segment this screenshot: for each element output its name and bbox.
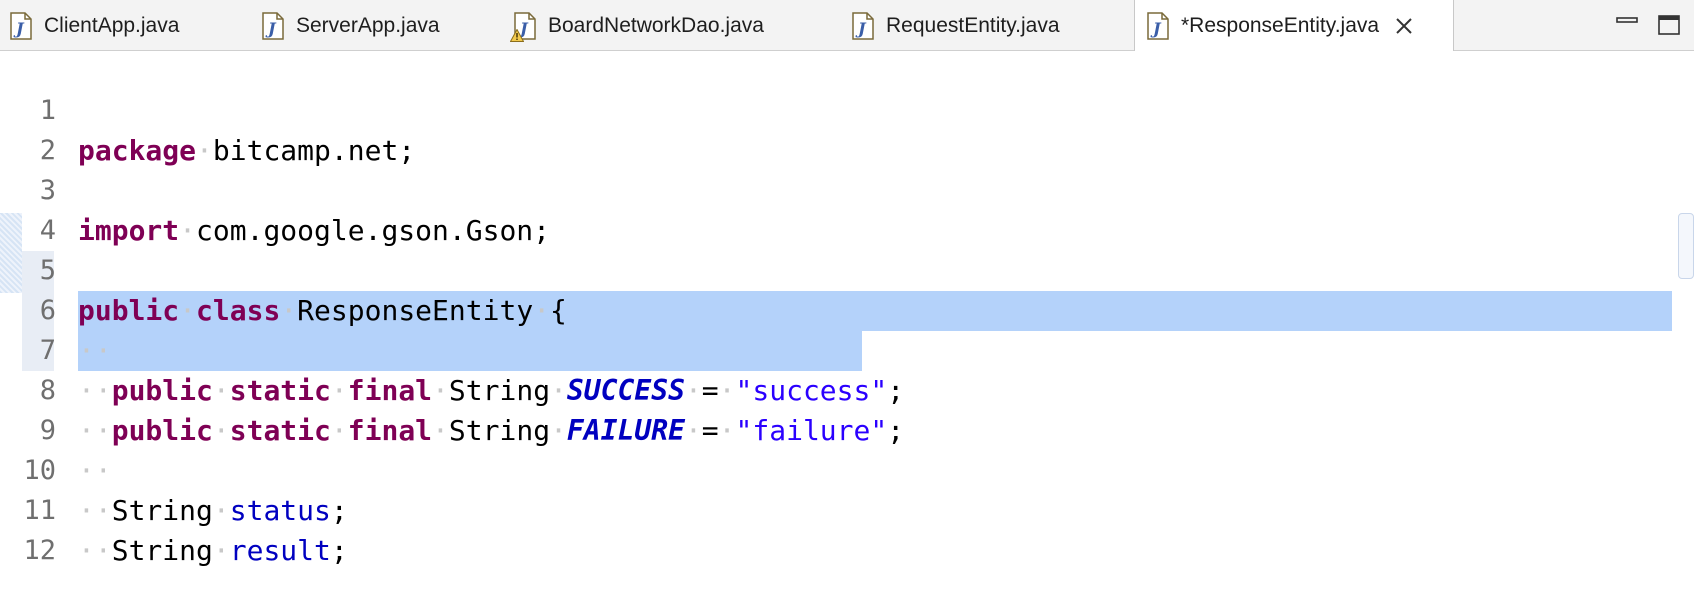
code-line: 9 ·· <box>0 371 1694 487</box>
svg-text:J: J <box>517 19 529 38</box>
line-number: 10 <box>23 455 56 486</box>
warning-icon <box>510 28 524 42</box>
line-number: 4 <box>39 215 56 246</box>
java-file-icon: J <box>1147 12 1169 40</box>
type-name: String <box>448 374 551 407</box>
line-number: 1 <box>39 95 56 126</box>
keyword: public <box>111 414 213 447</box>
code-line: 11 ··String·result; <box>0 451 1694 567</box>
semicolon: ; <box>330 534 348 567</box>
operator: = <box>701 414 719 447</box>
java-file-icon: J <box>852 11 874 40</box>
line-number: 2 <box>39 135 56 166</box>
line-number: 7 <box>39 335 56 366</box>
type-name: String <box>448 414 551 447</box>
overview-ruler-thumb[interactable] <box>1678 213 1694 279</box>
tab-serverapp[interactable]: J ServerApp.java <box>262 0 502 51</box>
class-name: ResponseEntity <box>297 294 534 327</box>
package-name: bitcamp.net; <box>212 134 416 167</box>
java-file-icon: J <box>262 11 284 40</box>
code-line: 8 ··public·static·final·String·FAILURE·=… <box>0 331 1694 447</box>
line-number: 3 <box>39 175 56 206</box>
tab-requestentity[interactable]: J RequestEntity.java <box>852 0 1132 51</box>
line-number: 12 <box>23 535 56 566</box>
tab-clientapp[interactable]: J ClientApp.java <box>10 0 250 51</box>
keyword: class <box>196 294 281 327</box>
code-editor[interactable]: 1 package·bitcamp.net; 2 3 import·com.go… <box>0 51 1694 567</box>
keyword: final <box>347 374 433 407</box>
maximize-icon[interactable] <box>1656 12 1682 38</box>
string-literal: "success" <box>735 374 888 407</box>
operator: = <box>701 374 719 407</box>
semicolon: ; <box>887 374 905 407</box>
tab-label: BoardNetworkDao.java <box>548 13 764 37</box>
field-name: result <box>229 534 331 567</box>
line-number: 9 <box>39 415 56 446</box>
semicolon: ; <box>887 414 905 447</box>
code-line: 3 import·com.google.gson.Gson; <box>0 131 1694 247</box>
brace: { <box>550 294 567 327</box>
import-path: com.google.gson.Gson; <box>196 214 551 247</box>
constant-name: FAILURE <box>566 414 685 447</box>
code-line: 1 package·bitcamp.net; <box>0 51 1694 167</box>
keyword: static <box>229 414 331 447</box>
keyword: import <box>78 214 180 247</box>
tab-label: ServerApp.java <box>296 13 440 37</box>
tab-label: RequestEntity.java <box>886 13 1060 37</box>
line-number: 6 <box>39 295 56 326</box>
minimize-icon[interactable] <box>1614 12 1640 38</box>
close-icon[interactable] <box>1393 15 1415 37</box>
java-file-icon: J <box>10 11 32 40</box>
constant-name: SUCCESS <box>566 374 685 407</box>
tab-boardnetworkdao[interactable]: J BoardNetworkDao.java <box>510 0 844 51</box>
tab-label: ClientApp.java <box>44 13 180 37</box>
editor-tab-bar: J ClientApp.java J ServerApp.java J Boar… <box>0 0 1694 52</box>
keyword: public <box>111 374 213 407</box>
line-highlight-ruler <box>22 251 54 371</box>
code-line: 10 ··String·status; <box>0 411 1694 527</box>
line-number: 5 <box>39 255 56 286</box>
type-name: String <box>111 534 213 567</box>
text-selection <box>78 331 862 371</box>
code-line: 6 ·· <box>0 251 1694 367</box>
text-selection <box>78 291 1672 331</box>
change-marker-strip <box>0 213 22 293</box>
keyword: package <box>78 134 197 167</box>
line-number: 8 <box>39 375 56 406</box>
string-literal: "failure" <box>735 414 888 447</box>
code-line: 5 public·class·ResponseEntity·{ <box>0 211 1694 327</box>
svg-text:J: J <box>855 19 867 38</box>
keyword: public <box>78 294 180 327</box>
code-line: 12 <box>0 491 1694 566</box>
code-line: 4 <box>0 171 1694 246</box>
svg-text:J: J <box>13 19 25 38</box>
code-line: 2 <box>0 91 1694 166</box>
tab-responseentity[interactable]: J *ResponseEntity.java <box>1134 0 1454 52</box>
svg-text:J: J <box>265 19 277 38</box>
tab-label: *ResponseEntity.java <box>1181 14 1380 37</box>
keyword: final <box>347 414 433 447</box>
keyword: static <box>229 374 331 407</box>
java-file-icon: J <box>510 11 536 42</box>
code-line: 7 ··public·static·final·String·SUCCESS·=… <box>0 291 1694 407</box>
svg-text:J: J <box>1150 19 1162 38</box>
